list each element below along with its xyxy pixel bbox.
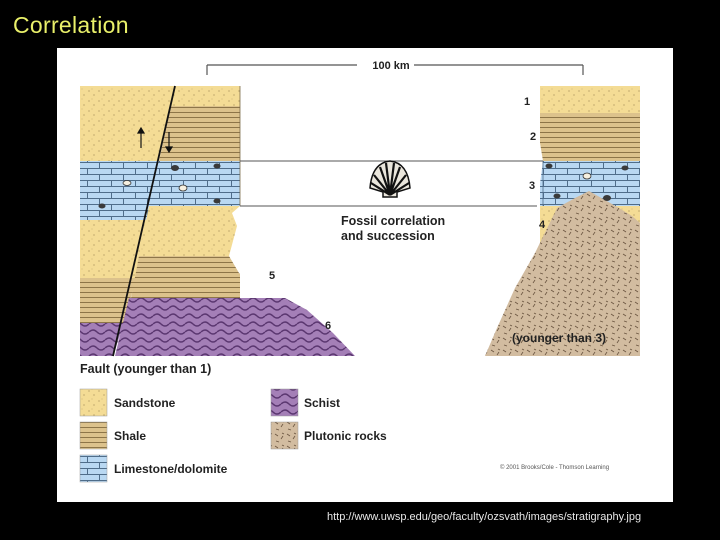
legend-label-limestone: Limestone/dolomite	[114, 462, 228, 476]
layer-number-1: 1	[524, 96, 530, 108]
correlation-label-line1: Fossil correlation	[341, 214, 445, 228]
stratigraphy-diagram: 100 km	[57, 48, 673, 502]
hangingwall-sandstone-1	[171, 86, 240, 106]
legend-swatch-plutonic	[271, 422, 298, 449]
scale-label: 100 km	[372, 60, 410, 72]
legend-swatch-limestone	[80, 455, 107, 482]
legend-swatch-schist	[271, 389, 298, 416]
legend-label-shale: Shale	[114, 429, 146, 443]
intrusion-label: (younger than 3)	[512, 331, 606, 345]
hangingwall-limestone-3	[149, 161, 240, 206]
right-shale-2	[535, 113, 640, 161]
right-sandstone-1	[535, 86, 640, 113]
correlation-label-line2: and succession	[341, 229, 435, 243]
legend-label-plutonic: Plutonic rocks	[304, 429, 387, 443]
layer-number-2: 2	[530, 131, 536, 143]
source-url: http://www.uwsp.edu/geo/faculty/ozsvath/…	[327, 511, 641, 523]
legend: Sandstone Schist Shale Plutonic rocks Li…	[80, 389, 387, 482]
legend-swatch-sandstone	[80, 389, 107, 416]
layer-number-5: 5	[269, 270, 275, 282]
hangingwall-shale-5	[131, 256, 285, 298]
scale-bar: 100 km	[207, 60, 583, 75]
layer-number-3: 3	[529, 180, 535, 192]
left-schist-6	[115, 298, 355, 356]
stratigraphy-figure: 100 km	[57, 48, 673, 502]
legend-label-sandstone: Sandstone	[114, 396, 176, 410]
slide-title: Correlation	[13, 12, 129, 39]
legend-swatch-shale	[80, 422, 107, 449]
hangingwall-sandstone-4	[139, 206, 240, 256]
copyright-text: © 2001 Brooks/Cole - Thomson Learning	[500, 464, 609, 471]
layer-number-6: 6	[325, 320, 331, 332]
scallop-fossil-icon	[370, 161, 410, 197]
layer-number-4: 4	[539, 219, 546, 231]
hangingwall-shale-2	[159, 106, 240, 161]
fault-label: Fault (younger than 1)	[80, 362, 211, 376]
legend-label-schist: Schist	[304, 396, 340, 410]
